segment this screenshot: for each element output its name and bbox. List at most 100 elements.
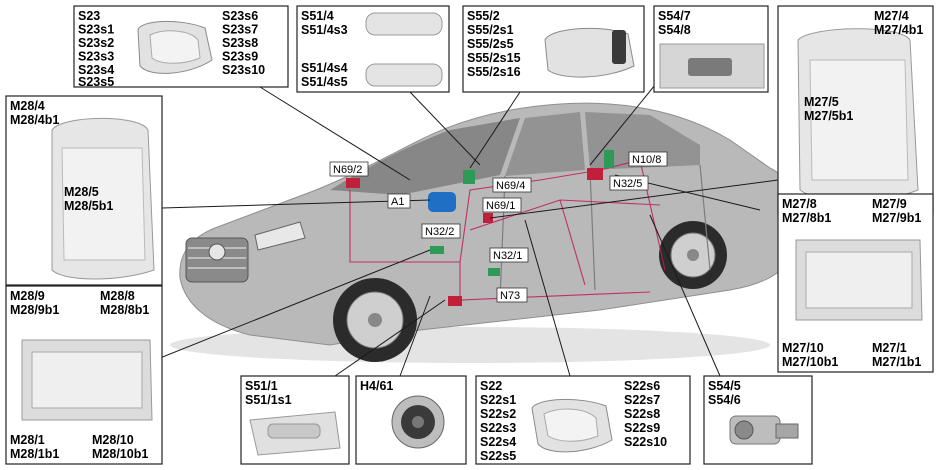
m27-8-label-6: M27/1 bbox=[872, 341, 907, 355]
s22-label-7: S22s7 bbox=[624, 393, 660, 407]
m28-4-label-1: M28/4b1 bbox=[10, 113, 59, 127]
callout-m27-8: M27/8 M27/8b1 M27/9 M27/9b1 M27/10 M27/1… bbox=[777, 193, 934, 373]
s55-2-label-1: S55/2s1 bbox=[467, 23, 514, 37]
s54-7-label-0: S54/7 bbox=[658, 9, 691, 23]
tag-n69-2-box bbox=[329, 161, 369, 177]
s23-label-0: S23 bbox=[78, 9, 100, 23]
s22-label-8: S22s8 bbox=[624, 407, 660, 421]
s22-label-1: S22s1 bbox=[480, 393, 516, 407]
m28-9-seat-frame-image bbox=[21, 339, 153, 421]
s22-label-6: S22s6 bbox=[624, 379, 660, 393]
m27-4-label-2: M27/5 bbox=[804, 95, 839, 109]
tag-n69-2: N69/2 bbox=[333, 164, 362, 176]
m27-8-label-0: M27/8 bbox=[782, 197, 817, 211]
s23-label-7: S23s7 bbox=[222, 23, 258, 37]
tag-n32-2-box bbox=[421, 223, 461, 239]
s51-4-switch-image-top bbox=[365, 12, 443, 36]
m28-9-label-5: M28/1b1 bbox=[10, 447, 59, 461]
m28-4-seat-backrest-image bbox=[51, 117, 155, 280]
s22-label-4: S22s4 bbox=[480, 435, 516, 449]
s51-4-label-0: S51/4 bbox=[301, 9, 334, 23]
s22-label-2: S22s2 bbox=[480, 407, 516, 421]
car-door-lines bbox=[499, 164, 711, 301]
s23-label-1: S23s1 bbox=[78, 23, 114, 37]
s22-label-3: S22s3 bbox=[480, 421, 516, 435]
h4-61-label-0: H4/61 bbox=[360, 379, 393, 393]
car-star-emblem bbox=[208, 243, 226, 261]
component-n10-8 bbox=[604, 150, 614, 168]
s22-seat-switch-image bbox=[531, 399, 613, 453]
s55-2-label-3: S55/2s15 bbox=[467, 51, 521, 65]
m28-9-label-7: M28/10b1 bbox=[92, 447, 148, 461]
callout-s55-2: S55/2 S55/2s1 S55/2s5 S55/2s15 S55/2s16 bbox=[462, 5, 645, 93]
car-side-window-front bbox=[505, 112, 585, 176]
wiring-harness bbox=[349, 159, 666, 301]
car-tags: N69/2 A1 N32/2 N69/4 N69/1 N32/1 N73 N10… bbox=[329, 151, 668, 303]
component-n69-4 bbox=[463, 170, 475, 184]
m28-4-label-0: M28/4 bbox=[10, 99, 45, 113]
m28-9-label-3: M28/8b1 bbox=[100, 303, 149, 317]
m27-4-seat-backrest-image bbox=[797, 28, 919, 202]
callout-s23: S23 S23s1 S23s2 S23s3 S23s4 S23s5 S23s6 … bbox=[73, 5, 289, 89]
tag-n10-8: N10/8 bbox=[632, 154, 661, 166]
tag-n69-4: N69/4 bbox=[496, 180, 525, 192]
s23-label-6: S23s6 bbox=[222, 9, 258, 23]
s22-label-10: S22s10 bbox=[624, 435, 667, 449]
s54-7-label-1: S54/8 bbox=[658, 23, 691, 37]
m27-8-label-4: M27/10 bbox=[782, 341, 824, 355]
car-rear-wheel bbox=[659, 221, 727, 289]
s51-4-label-1: S51/4s3 bbox=[301, 23, 348, 37]
s23-label-9: S23s9 bbox=[222, 50, 258, 64]
s54-5-label-0: S54/5 bbox=[708, 379, 741, 393]
s55-2-switch-image bbox=[544, 27, 635, 78]
s51-4-label-2: S51/4s4 bbox=[301, 61, 348, 75]
m28-9-label-2: M28/8 bbox=[100, 289, 135, 303]
s23-label-3: S23s3 bbox=[78, 50, 114, 64]
tag-n32-2: N32/2 bbox=[425, 226, 454, 238]
callout-m28-9: M28/9 M28/9b1 M28/8 M28/8b1 M28/1 M28/1b… bbox=[5, 285, 163, 465]
component-n32-1 bbox=[488, 268, 500, 276]
component-n69-2 bbox=[346, 178, 360, 188]
m27-4-label-0: M27/4 bbox=[874, 9, 909, 23]
component-n69-1 bbox=[483, 213, 493, 223]
m27-8-label-1: M27/8b1 bbox=[782, 211, 831, 225]
s22-label-9: S22s9 bbox=[624, 421, 660, 435]
s23-label-4: S23s4 bbox=[78, 63, 114, 77]
component-n32-2 bbox=[430, 246, 444, 254]
tag-n32-1-box bbox=[489, 247, 529, 263]
car-headlight bbox=[254, 221, 306, 251]
s55-2-label-0: S55/2 bbox=[467, 9, 500, 23]
m27-8-label-3: M27/9b1 bbox=[872, 211, 921, 225]
tag-a1: A1 bbox=[391, 196, 404, 208]
s22-label-5: S22s5 bbox=[480, 449, 516, 463]
tag-n32-5-box bbox=[609, 175, 649, 191]
s51-4-label-3: S51/4s5 bbox=[301, 75, 348, 89]
s23-label-2: S23s2 bbox=[78, 36, 114, 50]
callout-s54-7: S54/7 S54/8 bbox=[653, 5, 769, 93]
callout-s22: S22 S22s1 S22s2 S22s3 S22s4 S22s5 S22s6 … bbox=[475, 375, 691, 465]
tag-n32-1: N32/1 bbox=[493, 250, 522, 262]
m27-8-label-7: M27/1b1 bbox=[872, 355, 921, 369]
s51-1-switch-image bbox=[249, 411, 341, 456]
component-n32-5 bbox=[587, 168, 603, 180]
tag-a1-box bbox=[387, 193, 411, 209]
car-illustration bbox=[170, 102, 797, 363]
tag-n69-4-box bbox=[492, 177, 532, 193]
s54-5-latch-image bbox=[729, 415, 799, 445]
m27-8-label-5: M27/10b1 bbox=[782, 355, 838, 369]
s51-1-label-1: S51/1s1 bbox=[245, 393, 292, 407]
m27-4-label-1: M27/4b1 bbox=[874, 23, 923, 37]
m28-9-label-0: M28/9 bbox=[10, 289, 45, 303]
callout-s51-1: S51/1 S51/1s1 bbox=[240, 375, 350, 465]
tag-n73: N73 bbox=[500, 290, 520, 302]
m27-8-seat-frame-image bbox=[795, 239, 923, 321]
tag-n10-8-box bbox=[628, 151, 668, 167]
callout-s51-4: S51/4 S51/4s3 S51/4s4 S51/4s5 bbox=[296, 5, 450, 93]
m28-9-label-6: M28/10 bbox=[92, 433, 134, 447]
s23-label-5: S23s5 bbox=[78, 75, 114, 89]
component-n73 bbox=[448, 296, 462, 306]
s51-1-label-0: S51/1 bbox=[245, 379, 278, 393]
m28-4-label-3: M28/5b1 bbox=[64, 199, 113, 213]
tag-n69-1: N69/1 bbox=[486, 200, 515, 212]
m28-4-label-2: M28/5 bbox=[64, 185, 99, 199]
